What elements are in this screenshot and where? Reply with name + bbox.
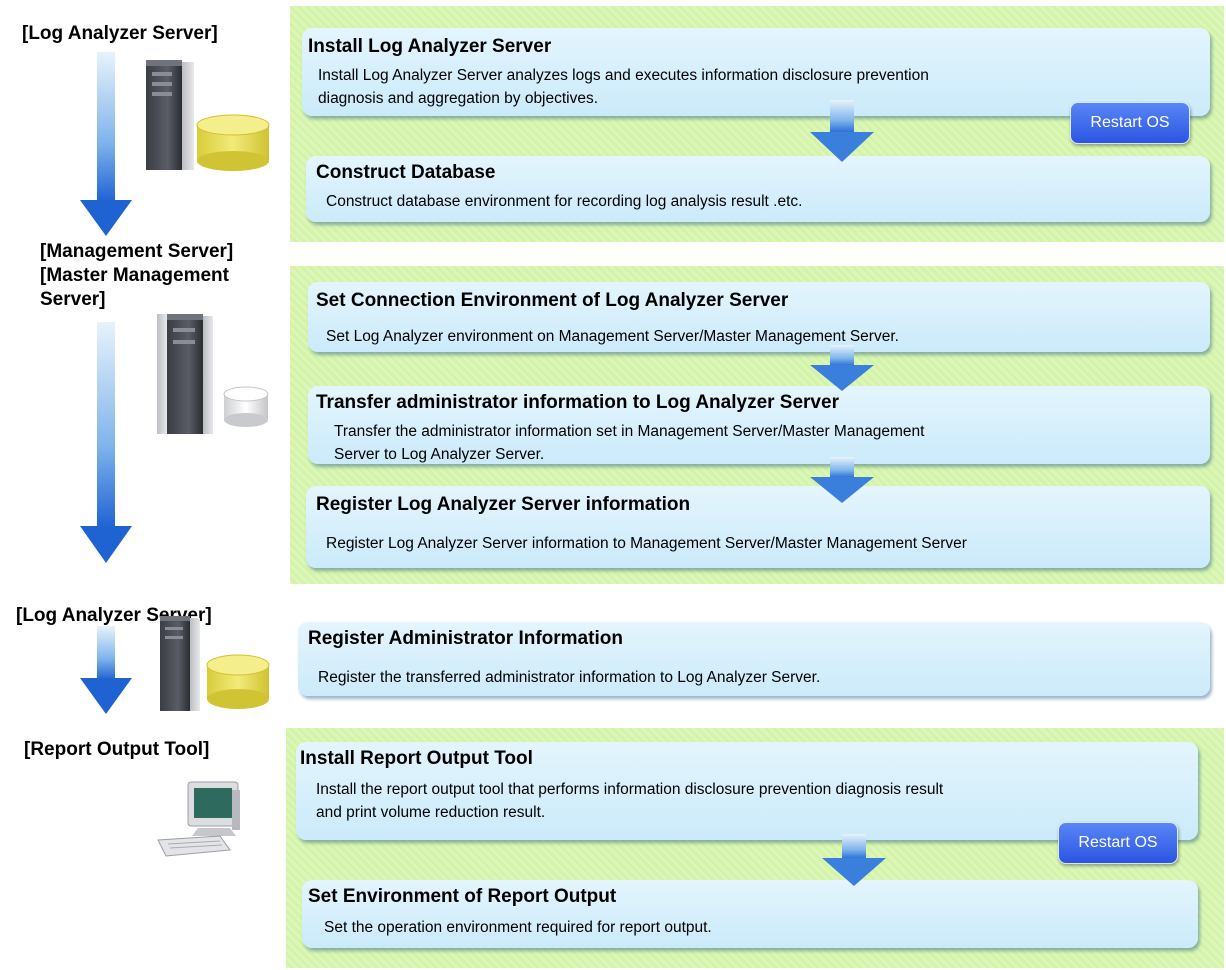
step-title: Register Administrator Information (308, 628, 623, 649)
step-box: Transfer administrator information to Lo… (308, 386, 1210, 464)
step-box: Register Administrator Information Regis… (298, 622, 1210, 696)
step-description: Register the transferred administrator i… (318, 669, 821, 686)
server-tower-icon (157, 314, 213, 434)
step-description: Set Log Analyzer environment on Manageme… (326, 328, 899, 345)
step-title: Construct Database (316, 162, 496, 183)
step-arrow-down-icon (810, 100, 874, 162)
step-box: Install Log Analyzer Server Install Log … (302, 28, 1210, 116)
step-box: Set Connection Environment of Log Analyz… (308, 282, 1210, 352)
database-icon (196, 114, 270, 171)
role-label-master-management-server: Server] (40, 289, 106, 310)
role-label-management-server: [Management Server] (40, 241, 234, 262)
role-label-report-output: [Report Output Tool] (24, 739, 210, 760)
step-box: Set Environment of Report Output Set the… (302, 880, 1198, 948)
step-title: Transfer administrator information to Lo… (316, 392, 839, 413)
database-icon (206, 654, 270, 709)
step-description: and print volume reduction result. (316, 804, 546, 821)
step-description: Transfer the administrator information s… (334, 423, 925, 440)
step-description: Set the operation environment required f… (324, 919, 712, 936)
step-title: Set Environment of Report Output (308, 886, 617, 907)
step-arrow-down-icon (810, 457, 874, 503)
step-arrow-down-icon (810, 345, 874, 391)
computer-icon (157, 781, 240, 857)
database-icon (223, 386, 269, 427)
step-box: Install Report Output Tool Install the r… (296, 742, 1198, 840)
step-title: Set Connection Environment of Log Analyz… (316, 290, 789, 311)
step-description: Construct database environment for recor… (326, 193, 803, 210)
step-box: Construct Database Construct database en… (306, 156, 1210, 222)
restart-os-button[interactable]: Restart OS (1058, 822, 1178, 864)
step-box: Register Log Analyzer Server information… (306, 486, 1210, 568)
role-label-master-management: [Master Management (40, 265, 229, 286)
restart-os-button[interactable]: Restart OS (1070, 102, 1190, 144)
step-title: Install Report Output Tool (300, 748, 533, 769)
step-arrow-down-icon (822, 834, 886, 886)
flow-arrow-down-icon (80, 52, 132, 236)
flow-arrow-down-icon (80, 322, 132, 563)
flow-arrow-down-icon (80, 626, 132, 714)
role-label-log-analyzer: [Log Analyzer Server] (22, 23, 218, 44)
step-description: diagnosis and aggregation by objectives. (318, 90, 599, 107)
step-description: Server to Log Analyzer Server. (334, 446, 545, 463)
step-title: Install Log Analyzer Server (308, 36, 552, 57)
server-tower-icon (146, 60, 194, 170)
server-tower-icon (160, 616, 200, 711)
step-description: Install Log Analyzer Server analyzes log… (318, 67, 929, 84)
step-title: Register Log Analyzer Server information (316, 494, 691, 515)
step-description: Register Log Analyzer Server information… (326, 535, 967, 552)
step-description: Install the report output tool that perf… (316, 781, 944, 798)
